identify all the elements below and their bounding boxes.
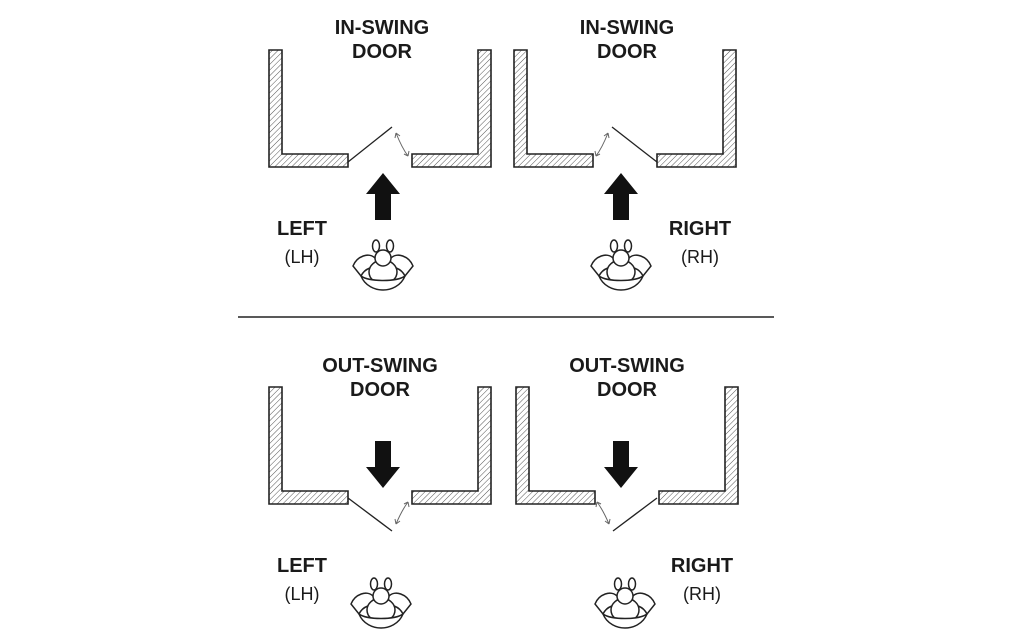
direction-arrow-up: [366, 173, 400, 220]
swing-arrow: [394, 501, 410, 525]
swing-arrow: [394, 132, 410, 157]
panel-in-swing-left: IN-SWING DOOR LEFT (LH): [268, 17, 492, 291]
door-leaf: [347, 497, 393, 532]
panel-title-line2: DOOR: [597, 379, 658, 401]
door-leaf: [612, 497, 658, 532]
wall-left: [513, 49, 594, 168]
hand-label: LEFT: [277, 218, 327, 240]
hand-code: (RH): [681, 247, 719, 267]
door-leaf: [611, 126, 658, 163]
panel-title-line2: DOOR: [597, 41, 658, 63]
direction-arrow-up: [604, 173, 638, 220]
panel-title-line1: OUT-SWING: [322, 355, 438, 377]
wall-right: [656, 49, 737, 168]
panel-title-line2: DOOR: [350, 379, 411, 401]
panel-title-line1: IN-SWING: [335, 17, 429, 39]
person-icon: [594, 577, 656, 629]
hand-label: RIGHT: [669, 218, 731, 240]
door-leaf: [347, 126, 393, 163]
hand-code: (RH): [683, 584, 721, 604]
wall-right: [411, 386, 492, 505]
wall-left: [268, 49, 349, 168]
panel-title-line2: DOOR: [352, 41, 413, 63]
hand-code: (LH): [285, 247, 320, 267]
panel-title-line1: IN-SWING: [580, 17, 674, 39]
panel-title-line1: OUT-SWING: [569, 355, 685, 377]
swing-arrow: [595, 501, 611, 525]
wall-left: [268, 386, 349, 505]
panel-out-swing-left: OUT-SWING DOOR LEFT (LH): [268, 355, 492, 629]
hand-code: (LH): [285, 584, 320, 604]
hand-label: RIGHT: [671, 555, 733, 577]
wall-left: [515, 386, 596, 505]
person-icon: [352, 239, 414, 291]
person-icon: [350, 577, 412, 629]
wall-right: [658, 386, 739, 505]
hand-label: LEFT: [277, 555, 327, 577]
person-icon: [590, 239, 652, 291]
direction-arrow-down: [366, 441, 400, 488]
direction-arrow-down: [604, 441, 638, 488]
wall-right: [411, 49, 492, 168]
panel-in-swing-right: IN-SWING DOOR RIGHT (RH): [513, 17, 737, 291]
swing-arrow: [594, 132, 610, 157]
panel-out-swing-right: OUT-SWING DOOR RIGHT (RH): [515, 355, 739, 629]
